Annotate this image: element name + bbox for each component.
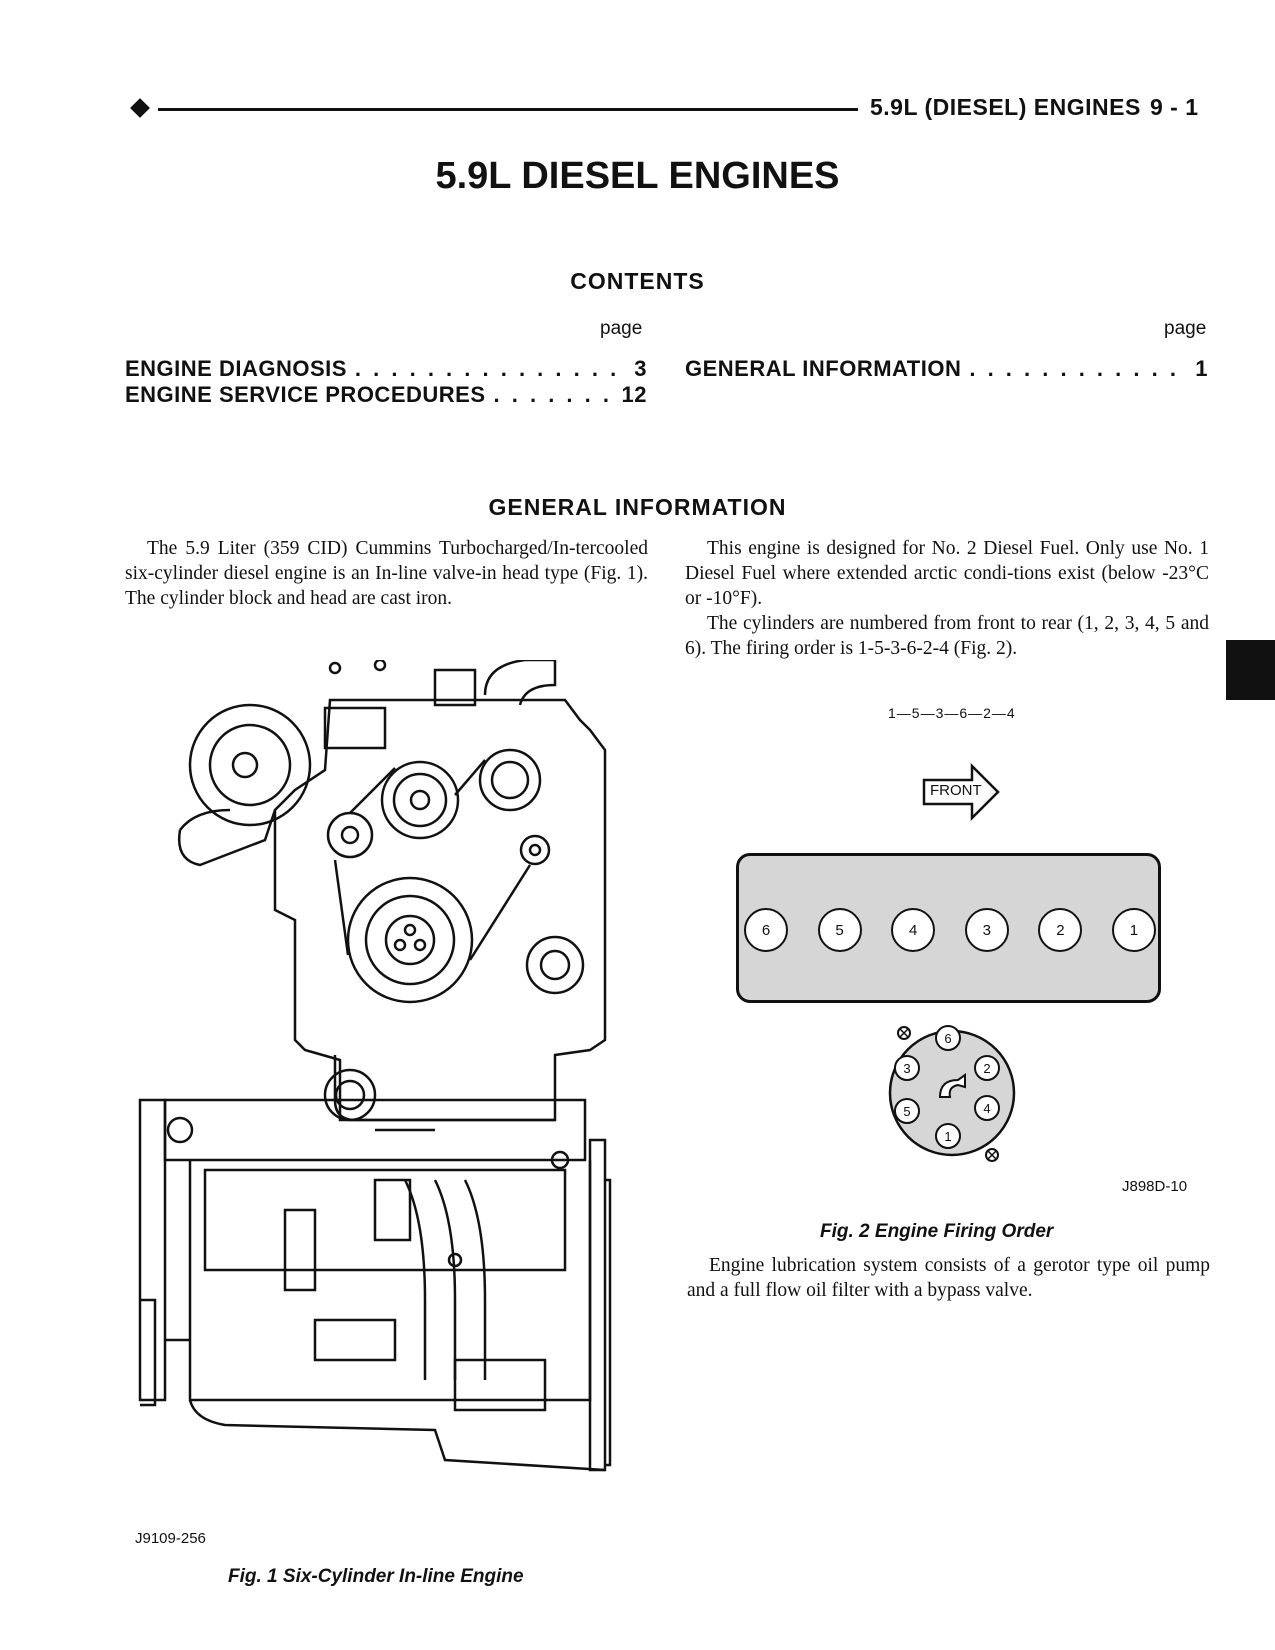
toc-left-column: ENGINE DIAGNOSIS 3 ENGINE SERVICE PROCED… [125, 356, 647, 408]
front-label: FRONT [930, 782, 982, 799]
toc-entry-label: GENERAL INFORMATION [685, 356, 962, 381]
cylinder-6: 6 [744, 908, 788, 952]
section-heading-general-information: GENERAL INFORMATION [488, 494, 787, 520]
figure-1-caption: Fig. 1 Six-Cylinder In-line Engine [228, 1566, 524, 1587]
figure-2-id: J898D-10 [1122, 1178, 1188, 1195]
figure-1-id: J9109-256 [135, 1530, 206, 1547]
distributor-2: 2 [974, 1055, 1000, 1081]
engine-illustration [138, 660, 612, 1472]
running-header-page-number: 9 - 1 [1150, 94, 1199, 120]
toc-entry-page: 1 [1195, 356, 1208, 381]
cylinder-head-block [736, 853, 1161, 1003]
distributor-6: 6 [935, 1025, 961, 1051]
running-header-section: 5.9L (DIESEL) ENGINES [870, 94, 1141, 120]
distributor-3: 3 [894, 1055, 920, 1081]
toc-leader [494, 382, 614, 408]
paragraph-firing-order: The cylinders are numbered from front to… [685, 613, 1209, 659]
page-column-label-left: page [600, 318, 643, 339]
cylinder-3: 3 [964, 908, 1009, 952]
figure-2-caption: Fig. 2 Engine Firing Order [820, 1221, 1054, 1242]
toc-entry-page: 12 [621, 382, 647, 407]
distributor-4: 4 [974, 1095, 1000, 1121]
header-rule [158, 108, 858, 111]
paragraph-engine-description: The 5.9 Liter (359 CID) Cummins Turbocha… [125, 538, 648, 609]
toc-entry-label: ENGINE SERVICE PROCEDURES [125, 382, 486, 407]
header-diamond-icon [130, 98, 150, 118]
toc-entry[interactable]: ENGINE SERVICE PROCEDURES 12 [125, 382, 647, 408]
toc-leader [969, 356, 1187, 382]
cylinder-5: 5 [817, 908, 862, 952]
page-title: 5.9L DIESEL ENGINES [435, 155, 840, 197]
front-arrow: FRONT [922, 762, 1042, 822]
distributor-diagram: 6 2 4 1 5 3 [880, 1025, 1030, 1165]
distributor-5: 5 [894, 1098, 920, 1124]
contents-heading: CONTENTS [570, 268, 705, 294]
toc-leader [355, 356, 626, 382]
cylinder-row: 6 5 4 3 2 1 [744, 908, 1156, 954]
page-column-label-right: page [1164, 318, 1207, 339]
toc-entry[interactable]: GENERAL INFORMATION 1 [685, 356, 1208, 382]
firing-order-sequence: 1—5—3—6—2—4 [888, 705, 1016, 721]
right-column-text: This engine is designed for No. 2 Diesel… [685, 536, 1209, 661]
toc-entry[interactable]: ENGINE DIAGNOSIS 3 [125, 356, 647, 382]
cylinder-2: 2 [1038, 908, 1083, 952]
toc-entry-label: ENGINE DIAGNOSIS [125, 356, 347, 381]
paragraph-fuel: This engine is designed for No. 2 Diesel… [685, 538, 1209, 609]
distributor-1: 1 [935, 1123, 961, 1149]
toc-entry-page: 3 [634, 356, 647, 381]
cylinder-4: 4 [891, 908, 936, 952]
cylinder-1: 1 [1111, 908, 1156, 952]
section-thumb-tab [1226, 640, 1275, 700]
toc-right-column: GENERAL INFORMATION 1 [685, 356, 1208, 382]
paragraph-lubrication: Engine lubrication system consists of a … [687, 1255, 1210, 1301]
front-arrow-icon [922, 762, 1000, 822]
